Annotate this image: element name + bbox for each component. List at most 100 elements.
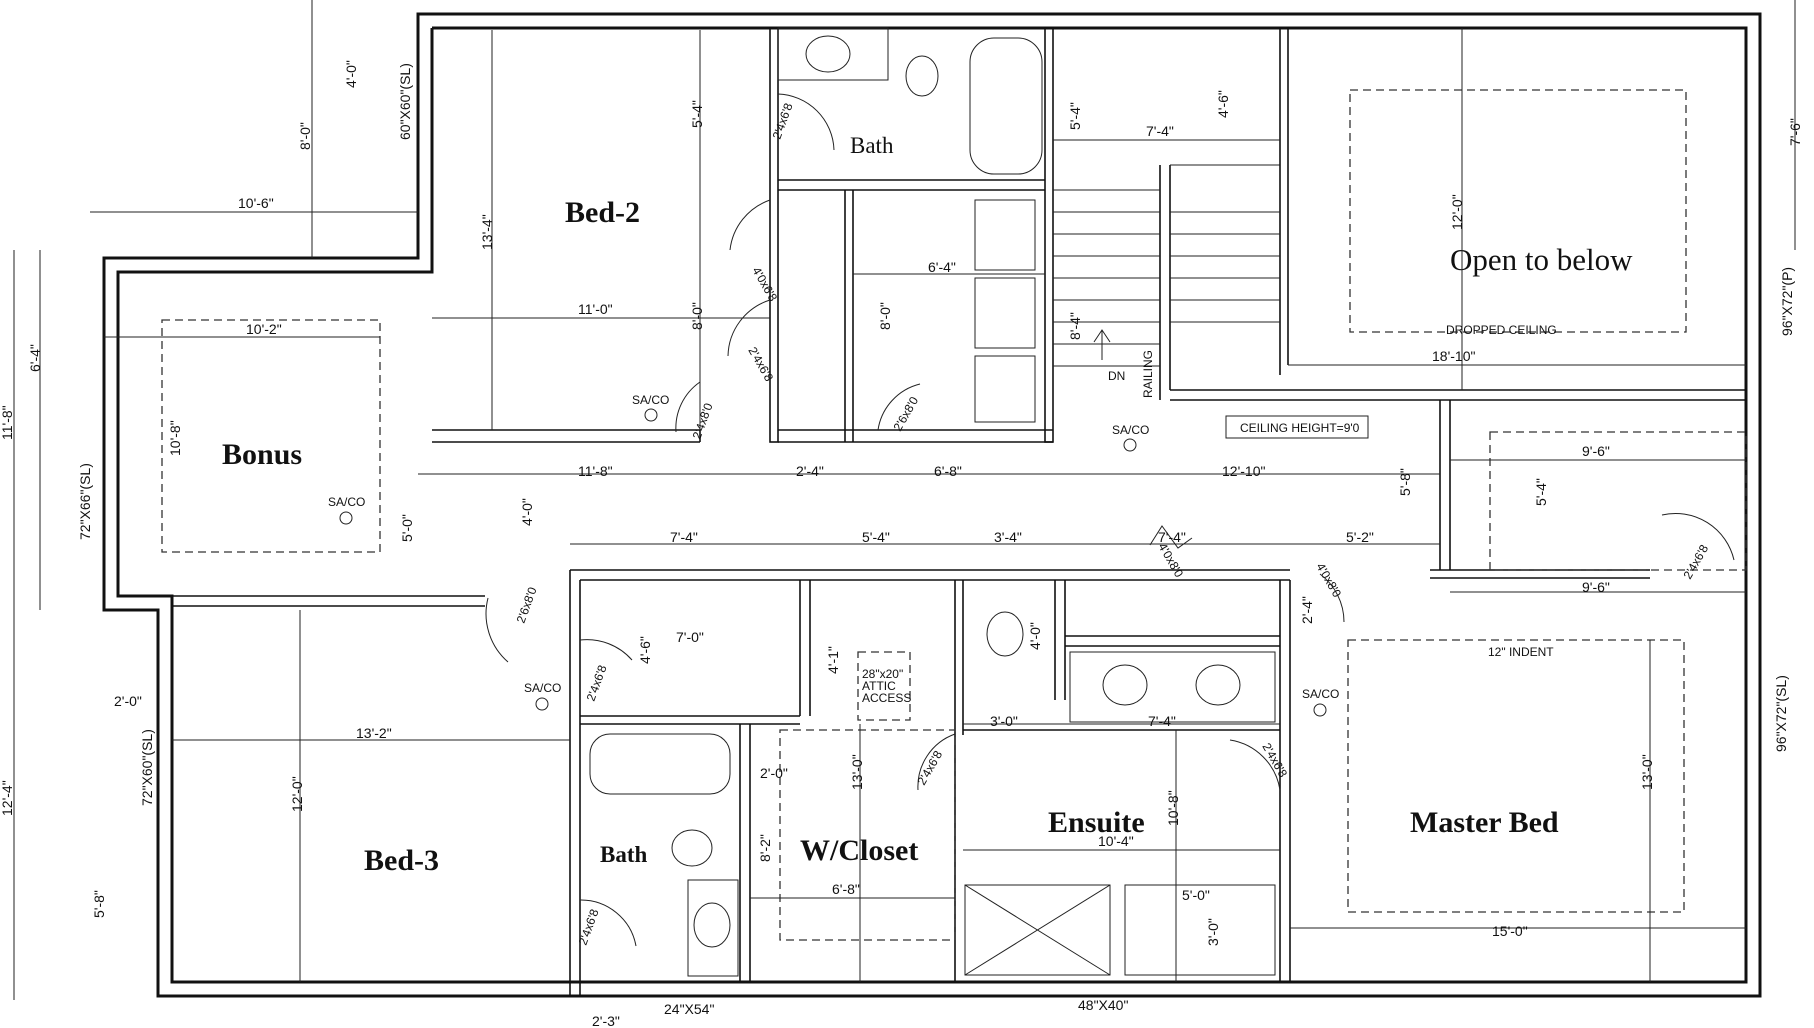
dimension-text-vertical: 4'-0" 8'-0" 13'-4" 5'-4" 6'-4" 10'-8" 8'…: [0, 60, 1803, 946]
dim-label: 5'-4": [689, 100, 705, 128]
door-label: 2'4x6'8: [745, 345, 776, 385]
dim-label: 12'-4": [0, 780, 15, 816]
room-ensuite-label: Ensuite: [1048, 806, 1145, 839]
smoke-alarm-icon: [535, 697, 549, 711]
dim-label: 3'-0": [1205, 918, 1221, 946]
dim-label: 3'-0": [990, 713, 1018, 729]
smoke-alarm-icon: [1313, 703, 1327, 717]
note-indent: 12" INDENT: [1488, 645, 1554, 659]
note-dn: DN: [1108, 369, 1125, 383]
door-label: 4'0x8'0: [1155, 541, 1186, 581]
smoke-alarm-icon: [1123, 438, 1137, 452]
dim-label: 10'-8": [1165, 790, 1181, 826]
dim-label: 18'-10": [1432, 348, 1475, 364]
dim-label: 10'-2": [246, 321, 282, 337]
dim-label: 4'-0": [519, 498, 535, 526]
dim-label: 8'-0": [689, 302, 705, 330]
note-ceiling-height: CEILING HEIGHT=9'0: [1240, 421, 1360, 435]
window-master-right: 96"X72"(SL): [1773, 675, 1789, 752]
note-attic-1: 28"x20": [862, 667, 903, 681]
door-label: 2'4x6'8: [770, 101, 796, 141]
dim-label: 10'-4": [1098, 833, 1134, 849]
dim-label: 13'-0": [1639, 754, 1655, 790]
interior-walls: [172, 27, 1747, 996]
dim-label: 5'-4": [1533, 478, 1549, 506]
saco-1: SA/CO: [632, 393, 669, 407]
dim-label: 11'-8": [578, 463, 613, 479]
smoke-alarm-icon: [644, 408, 658, 422]
dim-label: 4'-6": [1215, 90, 1231, 118]
dim-label: 6'-4": [27, 344, 43, 372]
window-open-right: 96"X72"(P): [1779, 267, 1795, 336]
door-label: 4'0x6'8: [749, 265, 780, 305]
room-bonus-label: Bonus: [222, 438, 302, 471]
dim-label: 4'-1": [825, 646, 841, 674]
dim-label: 2'-3": [592, 1013, 620, 1028]
window-bonus: 72"X66"(SL): [77, 463, 93, 540]
dim-label: 2'-0": [760, 765, 788, 781]
saco-5: SA/CO: [1302, 687, 1339, 701]
dim-label: 7'-4": [1146, 123, 1174, 139]
dim-label: 12'-0": [1449, 194, 1465, 230]
dimension-lines: [13, 0, 1796, 1000]
smoke-alarms: SA/CO SA/CO SA/CO SA/CO SA/CO: [328, 393, 1339, 717]
dim-label: 2'-4": [796, 463, 824, 479]
dim-label: 7'-6": [1787, 118, 1803, 146]
window-ensuite-bottom: 48"X40": [1078, 997, 1128, 1013]
dim-label: 6'-8": [934, 463, 962, 479]
door-label: 2'4x8'0: [690, 401, 716, 441]
window-bed2-left: 60"X60"(SL): [397, 63, 413, 140]
dim-label: 2'-4": [1299, 596, 1315, 624]
smoke-alarm-icon: [339, 511, 353, 525]
window-bath-bottom: 24"X54": [664, 1001, 714, 1017]
dim-label: 8'-2": [757, 834, 773, 862]
ceiling-height-box: [1225, 415, 1369, 439]
saco-3: SA/CO: [328, 495, 365, 509]
ceiling-outlines: [161, 89, 1687, 913]
saco-2: SA/CO: [1112, 423, 1149, 437]
dim-label: 5'-8": [91, 890, 107, 918]
dim-label: 10'-6": [238, 195, 274, 211]
dim-label: 9'-6": [1582, 443, 1610, 459]
door-label: 4'0x8'0: [1313, 561, 1344, 601]
dim-label: 5'-2": [1346, 529, 1374, 545]
dim-label: 4'-0": [1027, 622, 1043, 650]
dim-label: 9'-6": [1582, 579, 1610, 595]
dim-label: 3'-4": [994, 529, 1022, 545]
dimension-text-horizontal: 10'-6" 11'-0" 10'-2" 6'-4" 7'-4" 18'-10"…: [114, 123, 1610, 1028]
stair-arrow-icon: [1093, 329, 1111, 360]
room-bath-lower-label: Bath: [600, 842, 648, 867]
room-bath-upper-label: Bath: [850, 133, 894, 158]
dim-label: 2'-0": [114, 693, 142, 709]
dim-label: 4'-6": [637, 636, 653, 664]
door-label: 2'4x6'8: [584, 663, 610, 703]
dim-label: 11'-0": [578, 301, 613, 317]
dim-label: 8'-4": [1067, 312, 1083, 340]
dim-label: 13'-4": [479, 214, 495, 250]
dim-label: 11'-8": [0, 405, 15, 440]
note-railing: RAILING: [1141, 350, 1155, 398]
door-label: 2'6x8'0: [890, 394, 921, 434]
dim-label: 12'-10": [1222, 463, 1265, 479]
dim-label: 13'-0": [849, 754, 865, 790]
dim-label: 6'-8": [832, 881, 860, 897]
door-label: 2'4x6'8: [914, 748, 945, 788]
dim-label: 5'-4": [1067, 102, 1083, 130]
dim-label: 15'-0": [1492, 923, 1528, 939]
door-swings: [485, 93, 1735, 947]
room-bed2-label: Bed-2: [565, 196, 640, 229]
note-attic-2: ATTIC: [862, 679, 896, 693]
room-wcloset-label: W/Closet: [800, 834, 918, 867]
room-master-label: Master Bed: [1410, 806, 1559, 839]
window-bed3: 72"X60"(SL): [139, 729, 155, 806]
fixtures: [589, 27, 1276, 977]
dim-label: 6'-4": [928, 259, 956, 275]
door-label: 2'6x8'0: [514, 585, 540, 625]
dim-label: 5'-8": [1397, 468, 1413, 496]
dim-label: 8'-0": [297, 122, 313, 150]
dim-label: 7'-4": [670, 529, 698, 545]
dim-label: 10'-8": [167, 420, 183, 456]
room-bed3-label: Bed-3: [364, 844, 439, 877]
dim-label: 5'-0": [399, 514, 415, 542]
